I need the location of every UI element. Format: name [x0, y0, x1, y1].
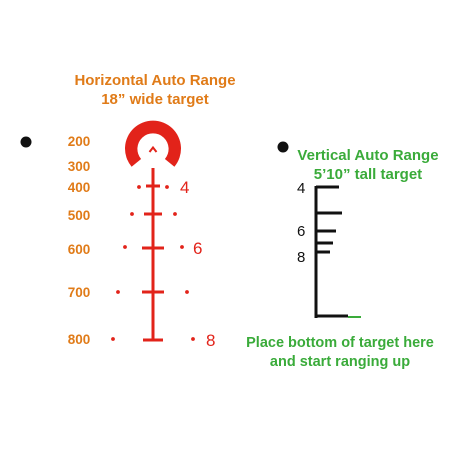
marker-label-8: 8 — [206, 331, 215, 350]
range-label-600: 600 — [68, 242, 91, 257]
dot — [165, 185, 169, 189]
range-label-300: 300 — [68, 159, 91, 174]
horizontal-title: Horizontal Auto Range — [74, 72, 235, 89]
range-label-500: 500 — [68, 208, 91, 223]
dot — [185, 290, 189, 294]
reticle-ticks — [142, 184, 164, 342]
vertical-title: Vertical Auto Range — [297, 147, 438, 164]
range-labels: 200 300 400 500 600 700 800 — [68, 134, 91, 347]
dot — [137, 185, 141, 189]
vertical-subtitle: 5’10” tall target — [314, 166, 422, 183]
range-label-800: 800 — [68, 332, 91, 347]
dot — [173, 212, 177, 216]
range-label-700: 700 — [68, 285, 91, 300]
dot — [180, 245, 184, 249]
left-dot-icon — [20, 136, 32, 148]
dot — [123, 245, 127, 249]
reticle-marker-labels: 4 6 8 — [180, 178, 215, 350]
dot — [116, 290, 120, 294]
marker-label-6: 6 — [193, 239, 202, 258]
horseshoe-icon — [125, 120, 181, 167]
marker-label-4: 4 — [180, 178, 189, 197]
right-dot-icon — [277, 141, 289, 153]
dot — [191, 337, 195, 341]
scale-label-4: 4 — [297, 180, 305, 197]
scale-label-6: 6 — [297, 223, 305, 240]
range-label-400: 400 — [68, 180, 91, 195]
vertical-range-scale — [314, 185, 348, 318]
dot — [111, 337, 115, 341]
vertical-scale-labels: 4 6 8 — [297, 180, 305, 266]
chevron-up-icon — [148, 145, 158, 153]
scale-label-8: 8 — [297, 249, 305, 266]
horizontal-subtitle: 18” wide target — [101, 91, 209, 108]
windage-dots — [111, 185, 195, 341]
placement-note-line2: and start ranging up — [270, 354, 410, 370]
placement-note-line1: Place bottom of target here — [246, 335, 434, 351]
range-label-200: 200 — [68, 134, 91, 149]
dot — [130, 212, 134, 216]
